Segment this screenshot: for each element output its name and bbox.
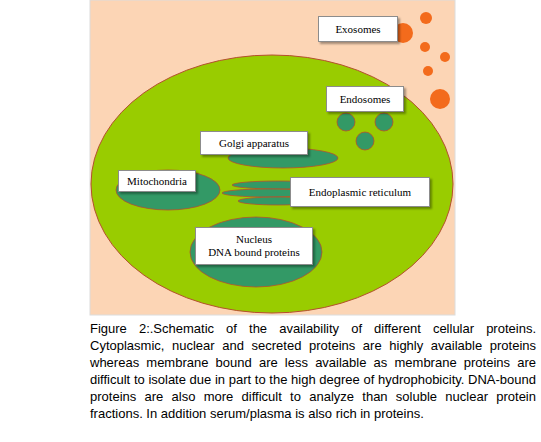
organelle-label-box: NucleusDNA bound proteins xyxy=(195,227,313,265)
organelle-label: Endosomes xyxy=(340,93,391,106)
organelle-label: Nucleus xyxy=(236,233,272,246)
organelle-label: Golgi apparatus xyxy=(219,137,289,150)
figure-caption: Figure 2:.Schematic of the availability … xyxy=(90,320,536,422)
extracellular-ground xyxy=(90,0,455,315)
cell-body xyxy=(91,55,453,313)
organelle-label-box: Golgi apparatus xyxy=(200,131,308,155)
organelle-label-box: Endosomes xyxy=(326,86,404,112)
organelle-label: DNA bound proteins xyxy=(208,246,300,259)
organelle-label-box: Mitochondria xyxy=(118,170,196,192)
organelle-label: Endoplasmic reticulum xyxy=(309,186,411,199)
organelle-label: Exosomes xyxy=(335,23,380,36)
organelle-label-box: Exosomes xyxy=(318,16,398,42)
organelle-label: Mitochondria xyxy=(127,175,187,188)
organelle-label-box: Endoplasmic reticulum xyxy=(290,177,430,207)
